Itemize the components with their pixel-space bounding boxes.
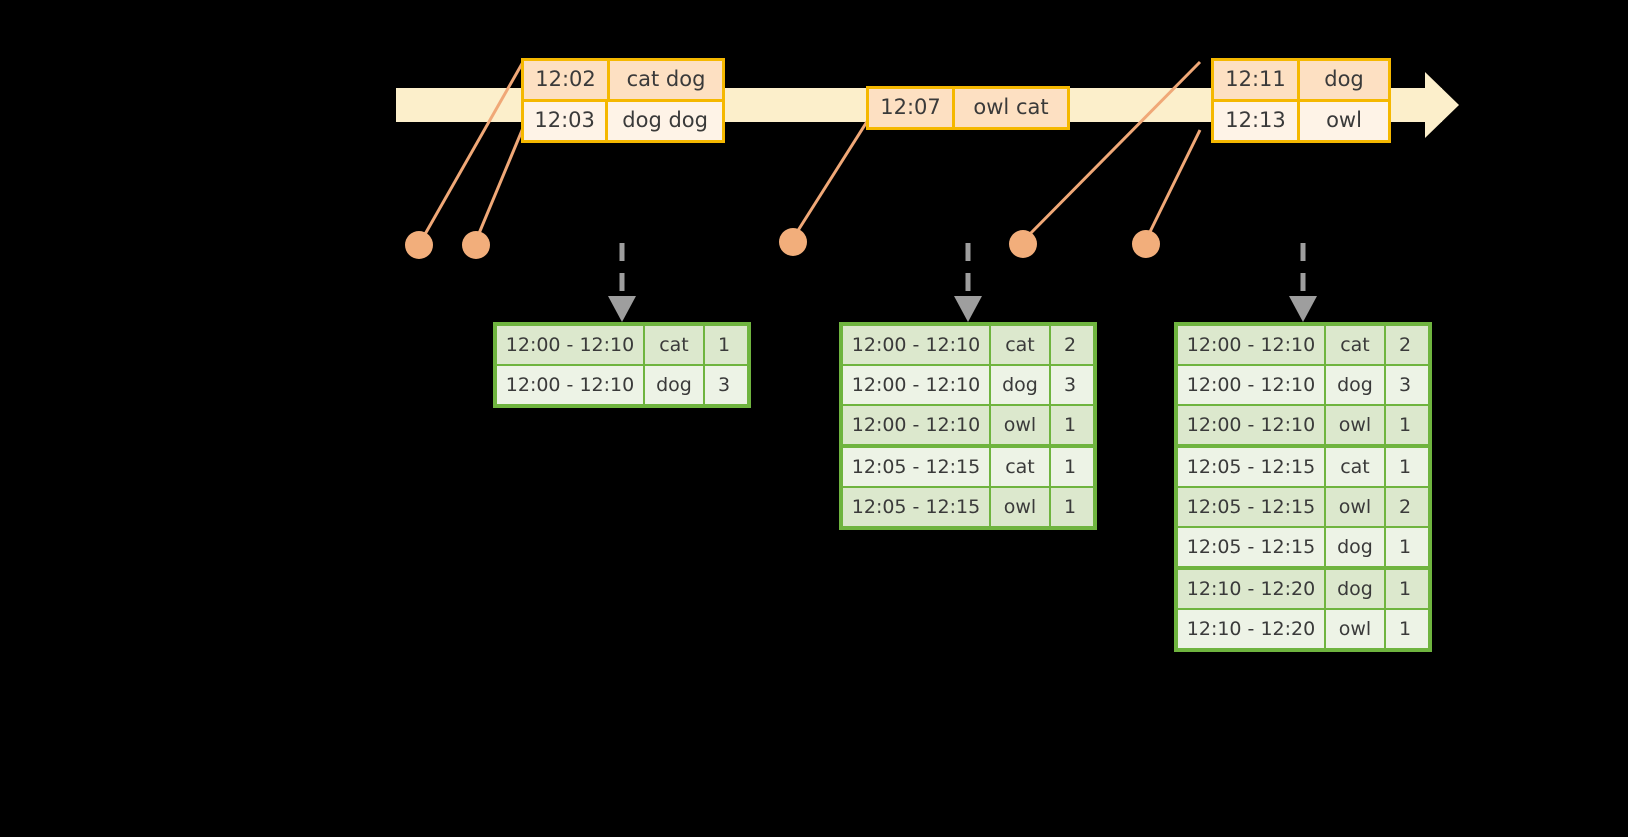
event-words: owl [1326,108,1362,132]
cell-count: 3 [717,374,731,396]
timeline-arrowhead-icon [1425,72,1459,138]
cell-window: 12:00 - 12:10 [1178,326,1326,364]
cell-key: cat [991,448,1051,486]
cell-count: 2 [1063,334,1077,356]
cell-key: cat [1326,448,1386,486]
cell-key: cat [1326,326,1386,364]
event-group-2[interactable]: 12:07 owl cat [866,86,1070,130]
event-time: 12:07 [869,89,955,127]
event-row[interactable]: 12:03 dog dog [524,99,722,140]
arrow-down-dashed-icon [1289,296,1317,322]
cell-count: 1 [1063,496,1077,518]
cell-count: 1 [1398,578,1412,600]
cell-window: 12:05 - 12:15 [1178,488,1326,526]
cell-key: cat [991,326,1051,364]
event-time: 12:03 [524,102,609,140]
arrow-down-dashed-icon [954,296,982,322]
cell-key: dog [1326,366,1386,404]
cell-count: 1 [1398,414,1412,436]
connector-dots [405,228,1160,259]
cell-key: owl [991,488,1051,526]
cell-window: 12:05 - 12:15 [843,488,991,526]
event-row[interactable]: 12:07 owl cat [869,89,1067,127]
cell-count: 2 [1398,334,1412,356]
circle-dot-icon [1009,230,1037,258]
cell-key: dog [1326,570,1386,608]
cell-count: 2 [1398,496,1412,518]
event-words: dog dog [622,108,708,132]
cell-key: dog [991,366,1051,404]
cell-key: cat [645,326,705,364]
cell-window: 12:10 - 12:20 [1178,570,1326,608]
event-row[interactable]: 12:13 owl [1214,99,1388,140]
cell-window: 12:05 - 12:15 [1178,448,1326,486]
cell-window: 12:00 - 12:10 [1178,406,1326,444]
cell-count: 1 [1398,536,1412,558]
event-row[interactable]: 12:02 cat dog [524,61,722,99]
circle-dot-icon [779,228,807,256]
circle-dot-icon [1132,230,1160,258]
cell-key: dog [1326,528,1386,566]
event-words: dog [1324,67,1364,91]
event-row[interactable]: 12:11 dog [1214,61,1388,99]
cell-window: 12:00 - 12:10 [497,326,645,364]
cell-window: 12:00 - 12:10 [843,406,991,444]
cell-window: 12:00 - 12:10 [497,366,645,404]
dashed-arrow-shafts [619,243,1306,300]
circle-dot-icon [462,231,490,259]
circle-dot-icon [405,231,433,259]
cell-count: 3 [1063,374,1077,396]
cell-count: 1 [1063,456,1077,478]
dashed-arrow-heads [608,296,1317,322]
event-words: owl cat [973,95,1049,119]
event-group-1[interactable]: 12:02 cat dog 12:03 dog dog [521,58,725,143]
event-words: cat dog [626,67,706,91]
event-time: 12:11 [1214,61,1300,99]
cell-window: 12:05 - 12:15 [1178,528,1326,566]
arrow-down-dashed-icon [608,296,636,322]
cell-window: 12:00 - 12:10 [843,326,991,364]
event-time: 12:02 [524,61,610,99]
cell-key: owl [1326,406,1386,444]
cell-count: 1 [717,334,731,356]
cell-window: 12:00 - 12:10 [1178,366,1326,404]
cell-count: 3 [1398,374,1412,396]
cell-count: 1 [1063,414,1077,436]
cell-window: 12:05 - 12:15 [843,448,991,486]
event-group-3[interactable]: 12:11 dog 12:13 owl [1211,58,1391,143]
cell-key: owl [991,406,1051,444]
cell-key: dog [645,366,705,404]
cell-count: 1 [1398,456,1412,478]
cell-window: 12:10 - 12:20 [1178,610,1326,648]
cell-window: 12:00 - 12:10 [843,366,991,404]
event-time: 12:13 [1214,102,1300,140]
cell-key: owl [1326,610,1386,648]
cell-count: 1 [1398,618,1412,640]
cell-key: owl [1326,488,1386,526]
